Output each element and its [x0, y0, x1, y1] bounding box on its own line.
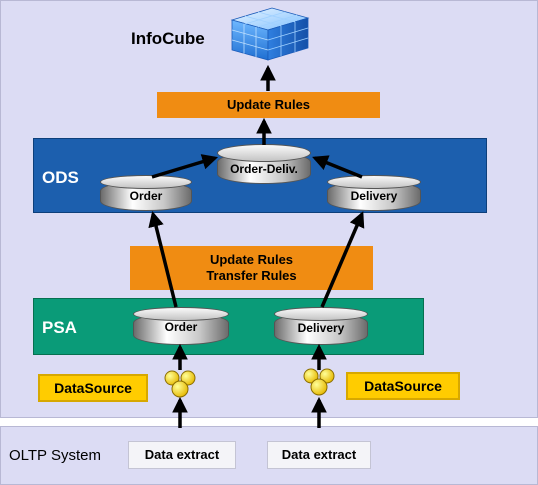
update-transfer-rules-box: Update Rules Transfer Rules	[130, 246, 373, 290]
ods-order-deliv-label: Order-Deliv.	[230, 162, 298, 176]
psa-label: PSA	[42, 318, 77, 337]
ods-order-database-icon: Order	[100, 175, 192, 211]
update-rules-mid-label: Update Rules	[209, 252, 294, 267]
ods-order-deliv-database-icon: Order-Deliv.	[217, 144, 311, 184]
data-extract-right-box: Data extract	[267, 441, 371, 469]
ods-delivery-label: Delivery	[350, 189, 398, 203]
psa-order-label: Order	[164, 320, 198, 334]
infocube-label: InfoCube	[131, 29, 205, 48]
oltp-system-label: OLTP System	[9, 447, 101, 464]
psa-order-database-icon: Order	[133, 307, 229, 345]
datasource-right-box: DataSource	[346, 372, 460, 400]
ods-label: ODS	[42, 168, 79, 187]
ods-order-label: Order	[129, 189, 163, 203]
datasource-left-box: DataSource	[38, 374, 148, 402]
psa-delivery-label: Delivery	[297, 321, 345, 335]
update-rules-top-box: Update Rules	[157, 92, 380, 118]
transfer-rules-label: Transfer Rules	[206, 268, 297, 283]
psa-delivery-database-icon: Delivery	[274, 307, 368, 345]
data-extract-left-box: Data extract	[128, 441, 236, 469]
ods-delivery-database-icon: Delivery	[327, 175, 421, 211]
